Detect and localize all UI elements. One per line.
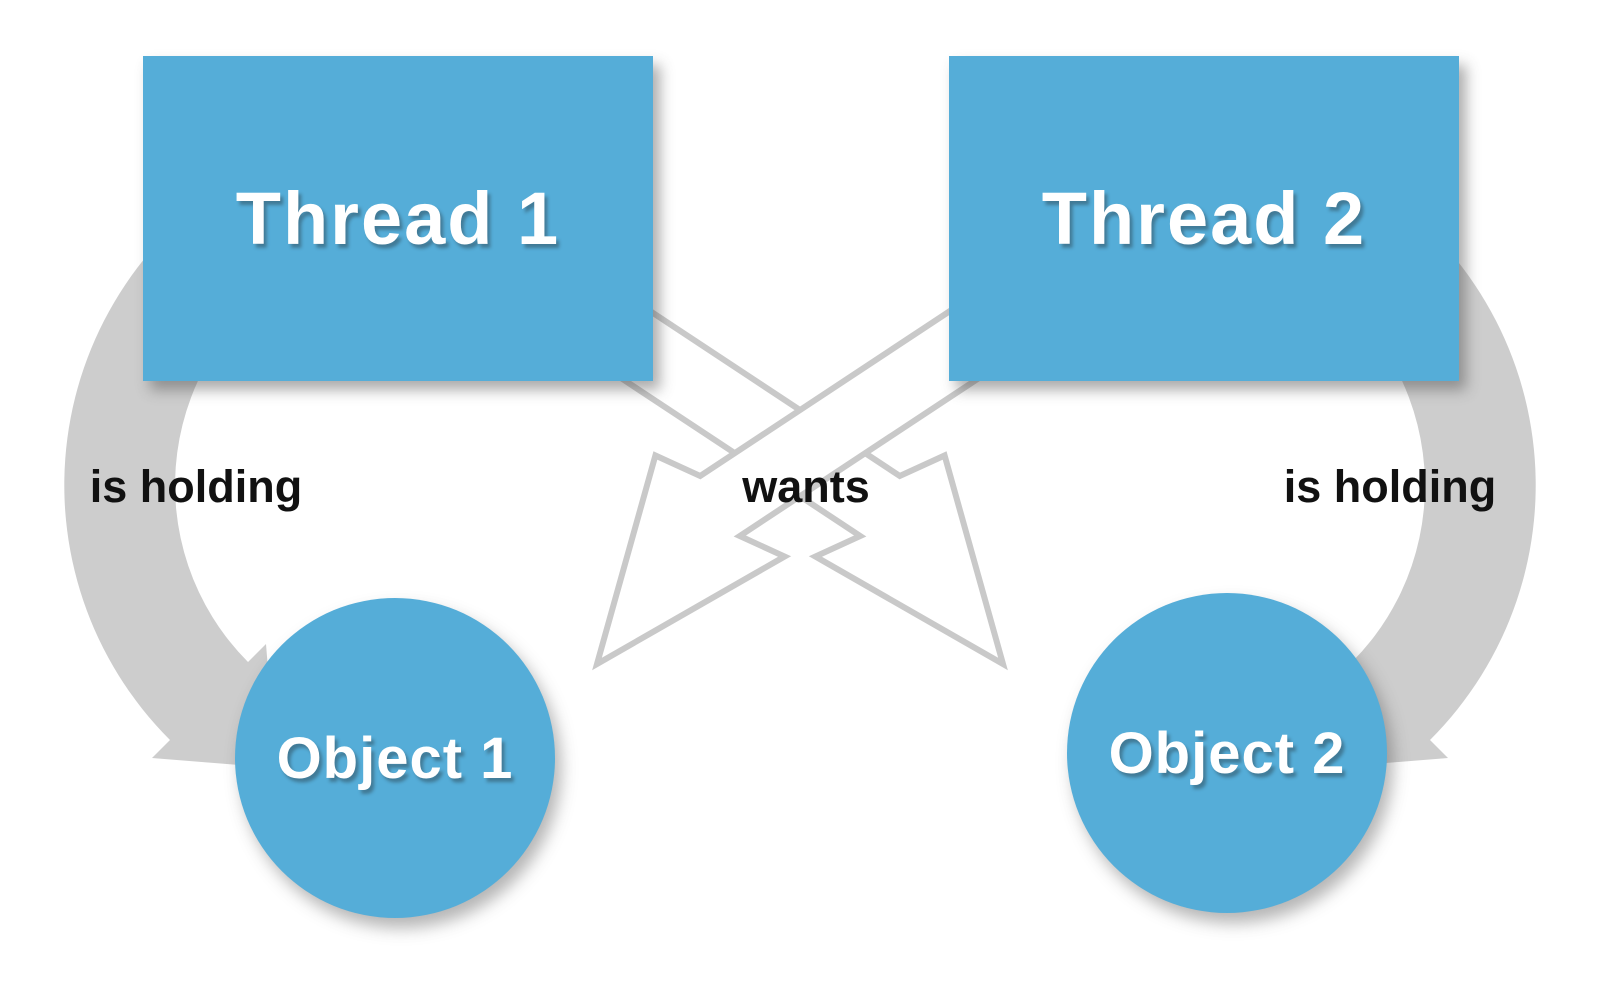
thread1-label: Thread 1: [235, 177, 561, 260]
thread2-label: Thread 2: [1041, 177, 1367, 260]
object2-label: Object 2: [1108, 720, 1346, 786]
thread1-node: Thread 1: [143, 56, 653, 381]
object1-label: Object 1: [276, 725, 514, 791]
object1-node: Object 1: [235, 598, 555, 918]
thread2-node: Thread 2: [949, 56, 1459, 381]
wants-label: wants: [742, 461, 870, 512]
is-holding-label-left: is holding: [89, 461, 303, 512]
holding-arrow-thread1-object1: [64, 173, 300, 768]
object2-node: Object 2: [1067, 593, 1387, 913]
holding-arrow-thread2-object2: [1300, 173, 1536, 768]
is-holding-label-right: is holding: [1283, 461, 1497, 512]
